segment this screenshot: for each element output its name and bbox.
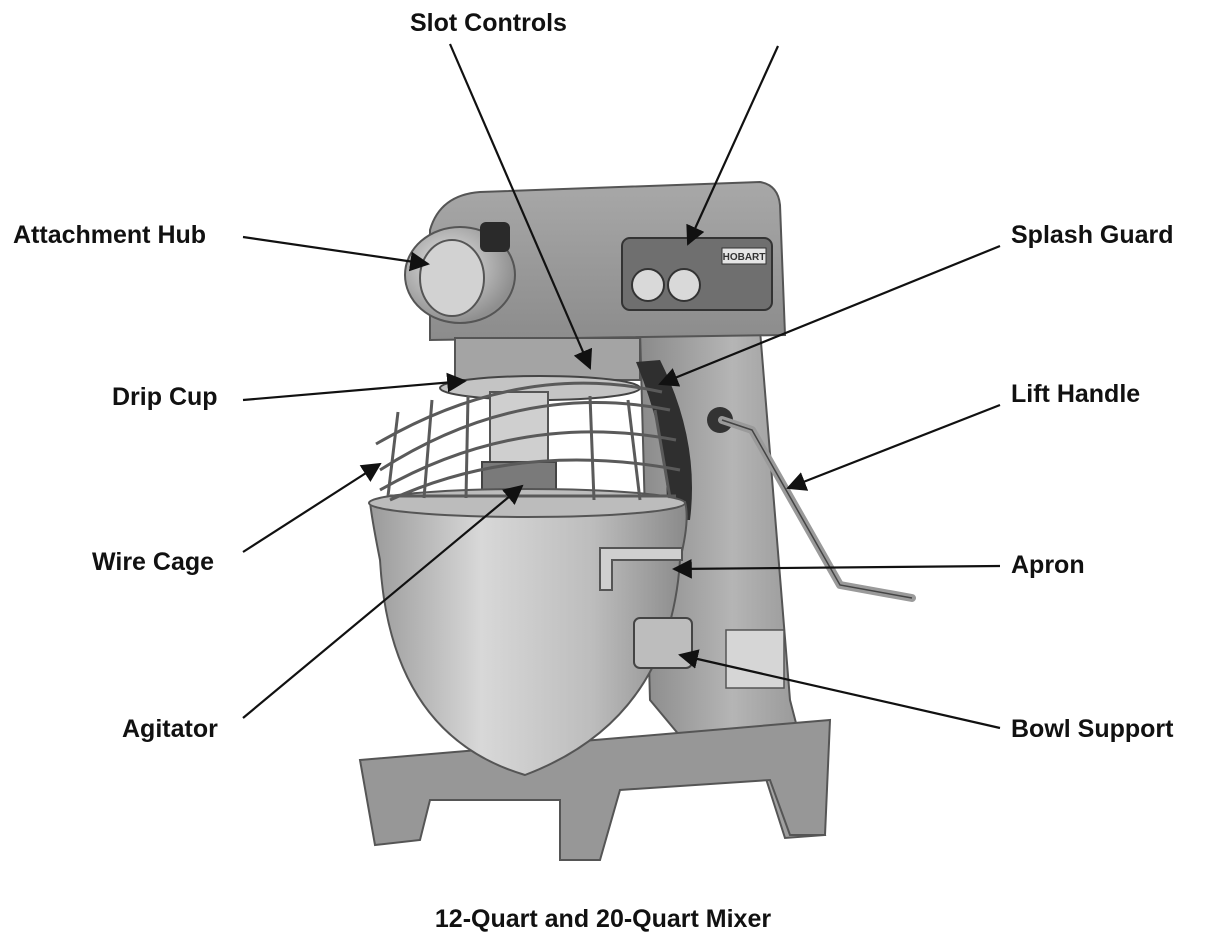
mixer-neck xyxy=(454,337,641,381)
slot-controls-leader xyxy=(448,43,593,370)
splash-guard xyxy=(636,360,692,520)
speed-dial xyxy=(631,268,665,302)
label-lift-handle: Lift Handle xyxy=(1011,380,1141,408)
agitator-leader xyxy=(242,484,524,719)
label-wire-cage: Wire Cage xyxy=(92,548,215,576)
timer-dial xyxy=(667,268,701,302)
label-apron: Apron xyxy=(1011,551,1085,579)
label-slot-controls: Slot Controls xyxy=(410,9,567,37)
mixer-illustration: HOBART xyxy=(358,180,916,861)
attachment-hub-knob xyxy=(480,222,510,252)
mixer-base xyxy=(358,718,832,861)
bowl-handle xyxy=(599,547,683,591)
brand-plate xyxy=(721,247,767,265)
lift-handle-leader xyxy=(786,403,1001,491)
drip-cup-leader xyxy=(242,372,467,402)
wire-cage xyxy=(375,381,681,502)
label-bowl-support: Bowl Support xyxy=(1011,715,1174,743)
leader-lines xyxy=(242,43,1001,730)
bowl-support-leader xyxy=(678,649,1001,730)
label-splash-guard: Splash Guard xyxy=(1011,221,1174,249)
bowl-support-clamp xyxy=(633,617,693,669)
label-attachment-hub: Attachment Hub xyxy=(13,221,207,249)
wire-cage-leader xyxy=(242,462,382,553)
figure-caption: 12-Quart and 20-Quart Mixer xyxy=(434,905,772,933)
splash-guard-leader xyxy=(658,244,1001,387)
bowl-rim xyxy=(368,488,686,518)
brand-plate-text: HOBART xyxy=(723,252,766,263)
attachment-hub-cap xyxy=(419,239,485,317)
label-agitator: Agitator xyxy=(122,715,218,743)
warning-label xyxy=(725,629,785,689)
label-drip-cup: Drip Cup xyxy=(112,383,218,411)
apron-leader xyxy=(672,558,1001,579)
control-panel-leader xyxy=(686,45,780,246)
attachment-hub-leader xyxy=(242,235,430,272)
